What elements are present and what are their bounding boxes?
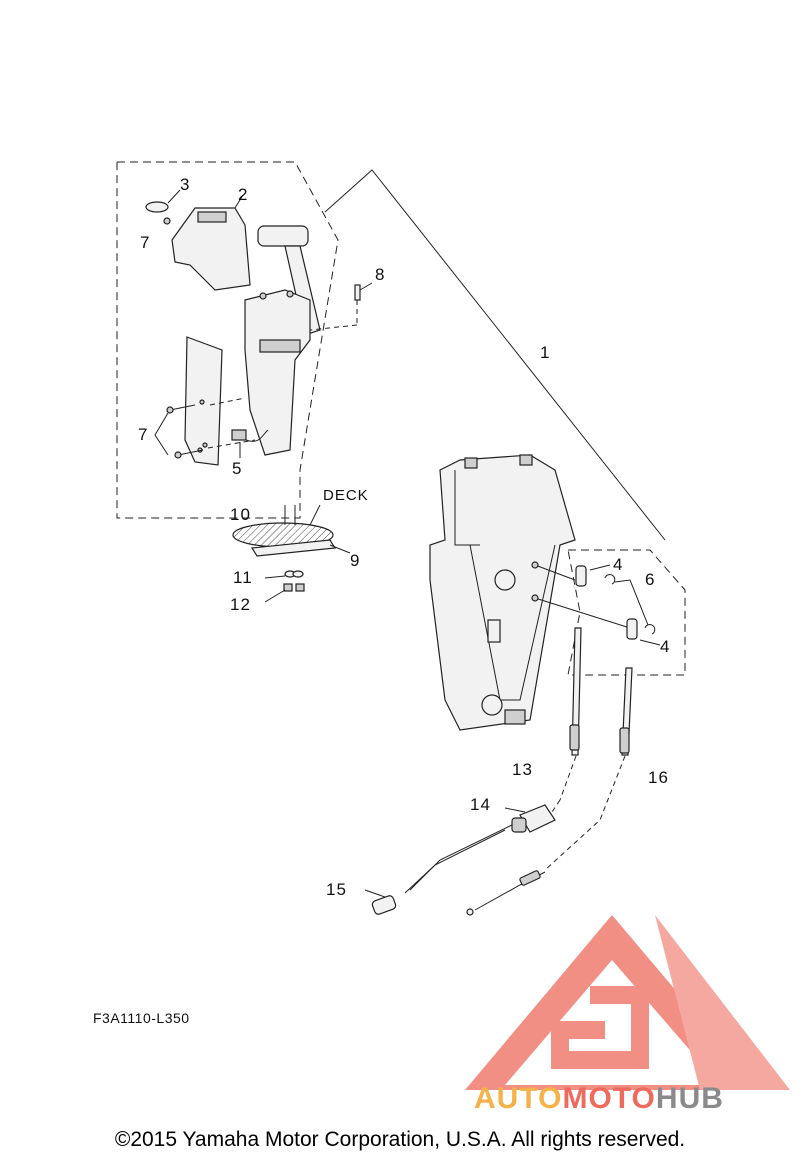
part-7-screw [163, 217, 171, 225]
subassembly-boundary-left [116, 161, 339, 519]
brand-part-1: AUTO [474, 1082, 563, 1115]
brand-part-3: HUB [655, 1082, 724, 1115]
callout-4-lower: 4 [660, 637, 670, 656]
part-9-gasket [250, 539, 337, 557]
part-5-switch [231, 429, 247, 441]
watermark-logo-icon [465, 915, 790, 1090]
callout-13: 13 [512, 760, 533, 779]
deck-label: DECK [323, 487, 369, 504]
leader-line-1 [324, 169, 666, 541]
drawing-code: F3A1110-L350 [93, 1010, 190, 1026]
callout-1: 1 [540, 343, 550, 362]
control-box-body [244, 289, 311, 456]
control-handle-grip [257, 225, 309, 247]
brand-part-2: MOTO [562, 1082, 656, 1115]
callout-16: 16 [648, 768, 669, 787]
callout-7-lower: 7 [138, 425, 148, 444]
part-3-cap [145, 201, 169, 213]
callout-5: 5 [232, 459, 242, 478]
callout-4-upper: 4 [613, 555, 623, 574]
part-15-sleeve [371, 895, 397, 915]
callout-7-upper: 7 [140, 233, 150, 252]
callout-12: 12 [230, 595, 251, 614]
part-6-clip-upper [604, 574, 616, 585]
part-2-cover [171, 207, 251, 291]
callout-11: 11 [233, 568, 253, 587]
part-6-clip-lower [644, 624, 656, 635]
copyright-text: ©2015 Yamaha Motor Corporation, U.S.A. A… [114, 1128, 686, 1151]
part-14-cable-end [519, 804, 556, 833]
control-box-gear [259, 339, 301, 353]
part-8-pin [354, 284, 361, 301]
callout-2: 2 [238, 185, 248, 204]
callout-14: 14 [470, 795, 491, 814]
part-12-nut [283, 583, 293, 592]
part-7-screw-upper [169, 404, 196, 411]
callout-15: 15 [326, 880, 347, 899]
part-2-window [197, 211, 227, 223]
callout-6: 6 [645, 570, 655, 589]
part-13-cable-rod [571, 627, 582, 756]
callout-9: 9 [350, 551, 360, 570]
subassembly-boundary-right [567, 549, 686, 676]
part-4-joint-upper [575, 565, 587, 587]
part-4-joint-lower [626, 618, 638, 640]
remote-control-housing [429, 454, 576, 731]
callout-10: 10 [230, 505, 251, 524]
part-7-screw-lower [177, 449, 204, 456]
callout-8: 8 [375, 265, 385, 284]
callout-3: 3 [180, 175, 190, 194]
watermark-brand: AUTOMOTOHUB [474, 1082, 724, 1116]
